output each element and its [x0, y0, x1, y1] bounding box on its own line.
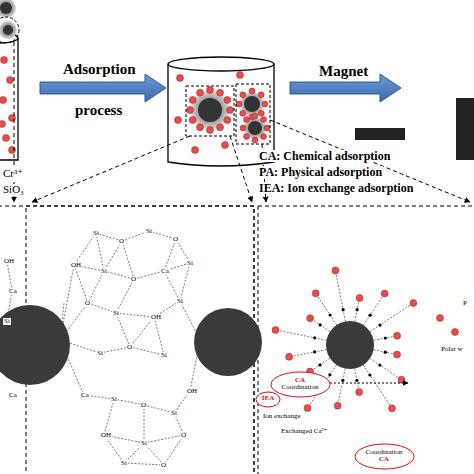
chemical-group: Ca — [80, 392, 90, 399]
callout-text: Coordination — [282, 384, 319, 391]
annotation-label: Cr³⁺ — [2, 168, 24, 179]
particle — [3, 25, 13, 35]
particle — [198, 98, 222, 122]
chemical-group: Si — [112, 310, 120, 317]
chemical-group: Si — [92, 230, 100, 237]
particle-halo — [240, 92, 264, 116]
chemical-group: O — [130, 276, 137, 283]
chemical-group: O — [172, 236, 179, 243]
chemical-group: Si — [3, 318, 11, 325]
chemical-group: O — [118, 238, 125, 245]
chemical-group: Ca — [160, 268, 170, 275]
chemical-group: Ca — [8, 288, 18, 295]
zoom-panel — [258, 206, 474, 474]
magnetic-core — [326, 321, 374, 369]
particle — [0, 2, 12, 14]
chemical-group: O — [140, 402, 147, 409]
magnetic-core — [194, 308, 262, 376]
particle-halo — [244, 117, 266, 139]
chemical-group: OH — [3, 258, 15, 265]
chemical-group: Si — [120, 460, 128, 467]
particle-halo — [0, 0, 16, 18]
chemical-group: Si — [145, 228, 153, 235]
annotation-label: process — [74, 103, 123, 118]
annotation-label: IEA: Ion exchange adsorption — [258, 182, 414, 194]
adsorption-bonds — [272, 267, 458, 412]
chemical-group: OH — [150, 314, 162, 321]
annotation-label: PA: Physical adsorption — [258, 166, 383, 178]
particle — [244, 96, 260, 112]
process-arrow — [40, 74, 166, 102]
chemical-group: Ca — [8, 392, 18, 399]
callout-text: IEA — [262, 395, 274, 402]
annotation-label: P — [462, 300, 468, 307]
ion-dots — [0, 57, 16, 154]
chemical-group: Si — [170, 410, 178, 417]
beaker — [0, 33, 18, 160]
magnet — [456, 98, 474, 160]
annotation-label: Polar w — [440, 346, 464, 353]
chemical-group: Si — [110, 396, 118, 403]
zoom-circle — [0, 17, 19, 43]
chemical-group: OH — [70, 262, 82, 269]
chemical-group: O — [84, 300, 91, 307]
chemical-group: Si — [186, 260, 194, 267]
chemical-group: Si — [96, 350, 104, 357]
zoom-arrow — [14, 42, 470, 202]
particle-halo — [0, 21, 17, 39]
magnet — [355, 128, 405, 140]
annotation-label: Ion exchange — [262, 413, 302, 420]
chemical-group: Si — [140, 440, 148, 447]
callout-text: CA — [282, 377, 319, 384]
zoom-box — [186, 86, 234, 136]
chemical-group: OH — [100, 432, 112, 439]
annotation-label: Exchanged Ca²⁺ — [280, 428, 328, 435]
annotation-label: Adsorption — [62, 62, 137, 77]
magnetic-core — [0, 305, 70, 385]
chemical-group: Si — [160, 352, 168, 359]
chemical-group: O — [126, 344, 133, 351]
chemical-group: O — [180, 432, 187, 439]
callout-text: Coordination — [366, 449, 403, 456]
ellipse-callout: CACoordination — [270, 371, 331, 398]
annotation-label: Magnet — [318, 64, 369, 79]
leader-line — [318, 383, 408, 384]
particle — [248, 121, 262, 135]
chemical-group: Si — [100, 268, 108, 275]
chemical-group: O — [160, 462, 167, 469]
annotation-label: CA: Chemical adsorption — [258, 150, 391, 162]
chemical-group: OH — [186, 388, 198, 395]
particle-halo — [191, 91, 229, 129]
ellipse-callout: IEA — [255, 391, 281, 408]
chemical-group: Si — [176, 298, 184, 305]
callout-text: CA — [366, 456, 403, 463]
ellipse-callout: CoordinationCA — [354, 443, 415, 470]
ion-dots — [175, 72, 271, 159]
annotation-label: SiO₃ — [2, 184, 25, 195]
zoom-box — [236, 84, 270, 144]
